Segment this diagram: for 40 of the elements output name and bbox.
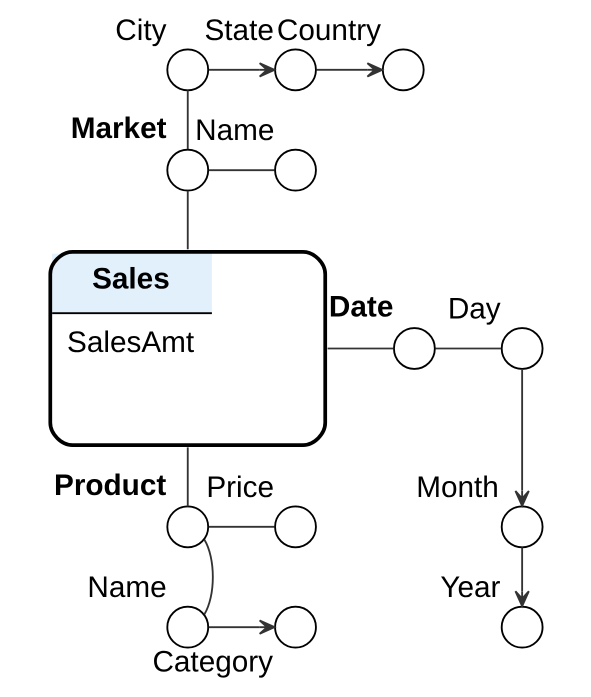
connector [328, 348, 394, 350]
arrow [208, 62, 276, 78]
connector [208, 169, 274, 172]
node-label: Category [152, 645, 274, 678]
node-label: Month [416, 470, 499, 504]
node-circle [166, 148, 210, 192]
node-circle [500, 505, 544, 548]
connector [186, 447, 189, 506]
arrow [208, 620, 276, 635]
connector [186, 190, 189, 250]
arrow [514, 547, 530, 607]
node-label: City [115, 14, 166, 47]
node-label: Day [448, 292, 501, 326]
connector [186, 90, 189, 150]
node-label: Date [328, 290, 394, 324]
node-box: Sales SalesAmt [48, 250, 328, 447]
node-label: Country [276, 14, 381, 47]
connector [435, 348, 502, 350]
connector [204, 539, 214, 615]
node-circle [274, 48, 317, 92]
node-circle [500, 327, 544, 370]
node-label: State [204, 14, 274, 47]
node-label: Price [206, 470, 274, 504]
node-label: Market [70, 112, 167, 146]
node-circle [274, 505, 317, 548]
arrow [316, 62, 384, 78]
node-circle [274, 148, 317, 192]
node-label: Name [195, 114, 274, 148]
node-circle [382, 48, 425, 92]
node-label: Year [440, 571, 500, 604]
node-label: Name [87, 571, 167, 604]
node-circle [166, 606, 210, 649]
node-circle [166, 48, 210, 92]
node-circle [166, 505, 210, 548]
node-circle [274, 606, 317, 649]
arrow [514, 369, 530, 507]
node-label: Product [54, 468, 166, 502]
node-circle [500, 606, 544, 649]
connector [208, 526, 274, 528]
node-circle [393, 327, 436, 370]
